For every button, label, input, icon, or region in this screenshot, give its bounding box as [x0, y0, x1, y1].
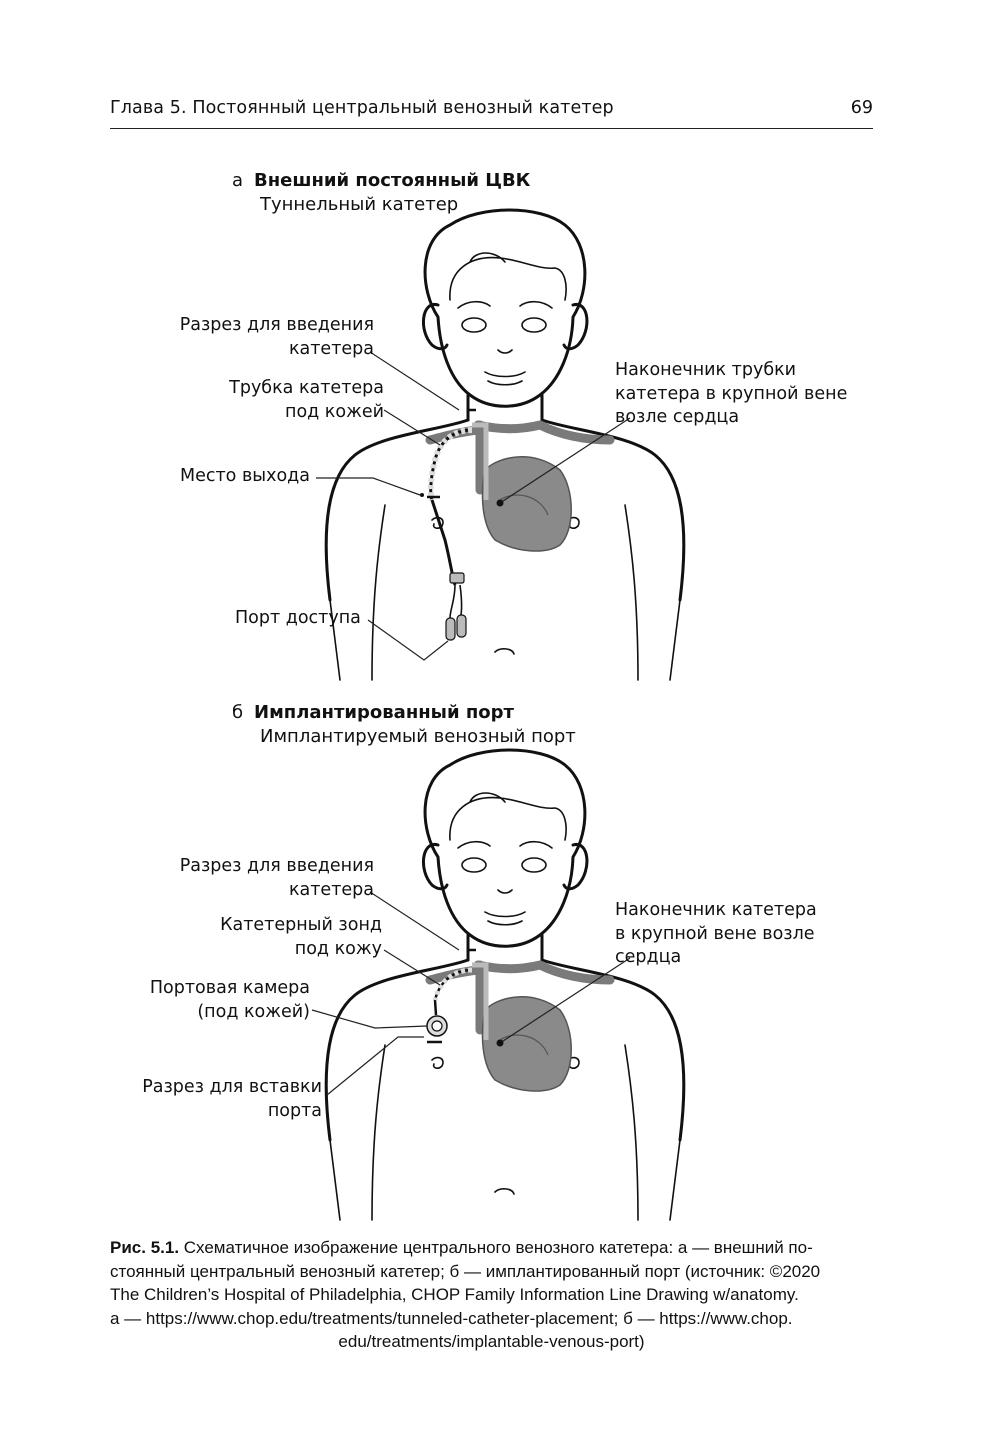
label-a-tip-line2: катетера в крупной вене [615, 383, 848, 404]
caption-line1: Схематичное изображение центрального вен… [179, 1238, 813, 1257]
caption-line4: а — https://www.chop.edu/treatments/tunn… [110, 1308, 793, 1328]
panel-b-title: Имплантированный порт [254, 702, 514, 723]
running-header: Глава 5. Постоянный центральный венозный… [110, 98, 873, 129]
label-a-incision: Разрез для введения катетера [180, 314, 374, 361]
veins [425, 960, 615, 1035]
torso-right [540, 418, 686, 602]
port-chamber [426, 1015, 448, 1037]
torso-left [324, 418, 470, 602]
leader-probe [383, 949, 441, 986]
label-b-tip-line1: Наконечник катетера [615, 900, 817, 920]
leader-incision [369, 891, 460, 951]
veins [425, 420, 615, 495]
panel-a-heading: а Внешний постоянный ЦВК Туннельный катет… [232, 169, 530, 217]
leader-chamber [311, 1009, 428, 1029]
right-ear [562, 303, 589, 351]
label-b-chamber-line1: Портовая камера [149, 978, 310, 998]
label-a-tip-line1: Наконечник трубки [615, 360, 797, 380]
figure-caption: Рис. 5.1. Схематичное изображение центра… [110, 1236, 873, 1354]
right-ear [562, 843, 589, 891]
leader-port [367, 619, 449, 661]
caption-line2: стоянный центральный венозный катетер; б… [110, 1261, 821, 1281]
label-b-chamber-line2: (под кожей) [197, 1001, 310, 1022]
label-b-incision-line1: Разрез для введения [179, 856, 374, 876]
label-a-exit: Место выхода [180, 466, 310, 486]
label-b-incision: Разрез для введения катетера [180, 855, 374, 902]
chapter-title: Глава 5. Постоянный центральный венозный… [110, 98, 614, 118]
leader-tip [499, 417, 631, 504]
label-b-incision-line2: катетера [288, 879, 374, 900]
label-a-tube: Трубка катетера под кожей [229, 377, 384, 424]
page-number: 69 [850, 98, 873, 118]
panel-a-subtitle: Туннельный катетер [260, 194, 459, 215]
leader-port-incision [326, 1036, 424, 1096]
left-ear [421, 843, 449, 891]
implanted-port-illustration [311, 748, 686, 1221]
tunneled-catheter-illustration [316, 208, 686, 681]
label-b-probe-line1: Катетерный зонд [220, 915, 382, 935]
panel-a-title: Внешний постоянный ЦВК [254, 170, 531, 191]
label-b-port-incision: Разрез для вставки порта [142, 1076, 322, 1123]
heart [481, 996, 572, 1092]
label-a-incision-line2: катетера [288, 338, 374, 359]
caption-line3: The Children’s Hospital of Philadelphia,… [110, 1285, 799, 1304]
label-b-chamber: Портовая камера (под кожей) [150, 977, 310, 1024]
torso-right [540, 958, 686, 1142]
label-b-tip: Наконечник катетера в крупной вене возле… [615, 899, 817, 970]
left-ear [421, 303, 449, 351]
caption-line5: edu/treatments/implantable-venous-port) [338, 1332, 645, 1351]
label-a-incision-line1: Разрез для введения [179, 315, 374, 335]
leader-tip [499, 957, 631, 1044]
panel-b-heading: б Имплантированный порт Имплантируемый ве… [232, 701, 576, 749]
panel-a-letter: а [232, 170, 244, 191]
panel-b-subtitle: Имплантируемый венозный порт [260, 726, 576, 747]
label-b-tip-line2: в крупной вене возле [615, 923, 815, 944]
leader-incision [369, 351, 460, 411]
label-a-tip-line3: возле сердца [615, 407, 740, 427]
label-a-tube-line2: под кожей [285, 401, 384, 422]
label-b-port-incision-line2: порта [267, 1100, 322, 1121]
label-b-port-incision-line1: Разрез для вставки [142, 1077, 322, 1097]
leader-exit [316, 477, 421, 496]
label-a-port: Порт доступа [235, 608, 361, 628]
panel-b-letter: б [232, 702, 244, 723]
leader-tube [383, 409, 441, 446]
caption-prefix: Рис. 5.1. [110, 1238, 180, 1257]
heart [481, 456, 572, 552]
torso-left [324, 958, 470, 1142]
label-b-tip-line3: сердца [615, 947, 682, 967]
label-a-tip: Наконечник трубки катетера в крупной вен… [615, 359, 847, 430]
label-a-tube-line1: Трубка катетера [229, 378, 384, 398]
label-b-probe: Катетерный зонд под кожу [220, 914, 382, 961]
label-b-probe-line2: под кожу [294, 938, 382, 959]
